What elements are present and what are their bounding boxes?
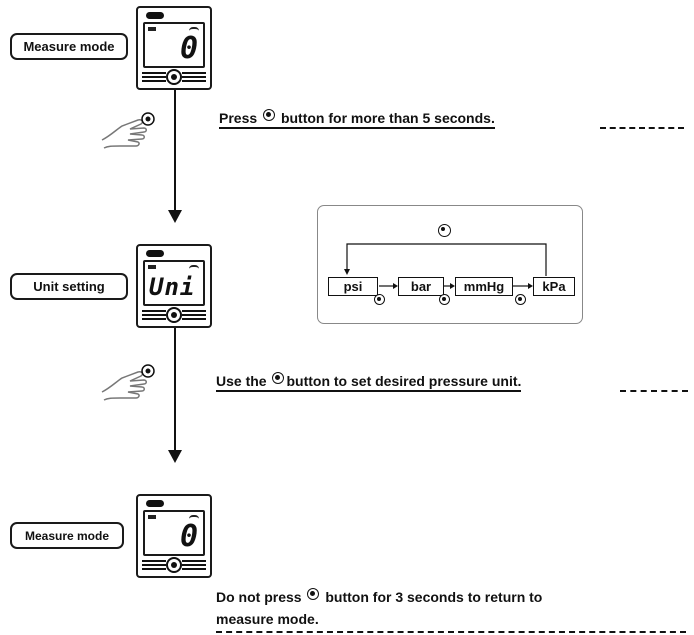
- lcd-reading: 0: [179, 519, 199, 554]
- measure-mode-label-top: Measure mode: [10, 33, 128, 60]
- lcd-display: Uni: [143, 260, 205, 306]
- power-button-icon: [438, 224, 451, 237]
- unit-setting-label: Unit setting: [10, 273, 128, 300]
- instruction-return: Do not press button for 3 seconds to ret…: [216, 586, 542, 630]
- power-button-icon: [307, 588, 320, 600]
- instr-text: Use the: [216, 373, 267, 389]
- gauge-device-measure-bottom: 0: [136, 494, 212, 578]
- dash-line-3: [216, 631, 686, 633]
- instr-text: button to set desired pressure unit.: [286, 373, 522, 389]
- instr-text: button for 3 seconds to return to: [325, 589, 543, 605]
- lcd-reading: Uni: [149, 273, 196, 301]
- instr-text: Press: [219, 110, 258, 126]
- dash-line-1: [600, 127, 684, 129]
- flow-arrow-1: [174, 90, 176, 212]
- power-button-icon: [166, 69, 182, 85]
- instruction-set-unit: Use the button to set desired pressure u…: [216, 372, 522, 392]
- power-button-icon: [374, 294, 385, 305]
- power-button-icon: [166, 557, 182, 573]
- power-button-icon: [272, 372, 285, 384]
- unit-mmhg: mmHg: [455, 277, 513, 296]
- unit-psi: psi: [328, 277, 378, 296]
- hand-pointing-icon: [101, 364, 155, 401]
- power-button-icon: [263, 109, 276, 121]
- instr-text: measure mode.: [216, 611, 319, 627]
- cycle-loop-lines: [344, 243, 547, 289]
- instr-text: button for more than 5 seconds.: [280, 110, 495, 126]
- sensor-icon: [146, 250, 164, 257]
- instr-text: Do not press: [216, 589, 302, 605]
- unit-bar: bar: [398, 277, 444, 296]
- sensor-icon: [146, 12, 164, 19]
- unit-kpa: kPa: [533, 277, 575, 296]
- instruction-press-hold: Press button for more than 5 seconds.: [219, 109, 495, 129]
- power-button-icon: [166, 307, 182, 323]
- measure-mode-label-bottom: Measure mode: [10, 522, 124, 549]
- lcd-display: 0: [143, 510, 205, 556]
- dash-line-2: [620, 390, 688, 392]
- gauge-device-measure-top: 0: [136, 6, 212, 90]
- arrowhead-2: [168, 450, 182, 463]
- lcd-display: 0: [143, 22, 205, 68]
- sensor-icon: [146, 500, 164, 507]
- flow-arrow-2: [174, 328, 176, 452]
- power-button-icon: [439, 294, 450, 305]
- gauge-device-unit-setting: Uni: [136, 244, 212, 328]
- arrowhead-1: [168, 210, 182, 223]
- power-button-icon: [515, 294, 526, 305]
- unit-cycle-diagram: psi bar mmHg kPa: [317, 205, 583, 324]
- hand-pointing-icon: [101, 112, 155, 149]
- lcd-reading: 0: [179, 31, 199, 66]
